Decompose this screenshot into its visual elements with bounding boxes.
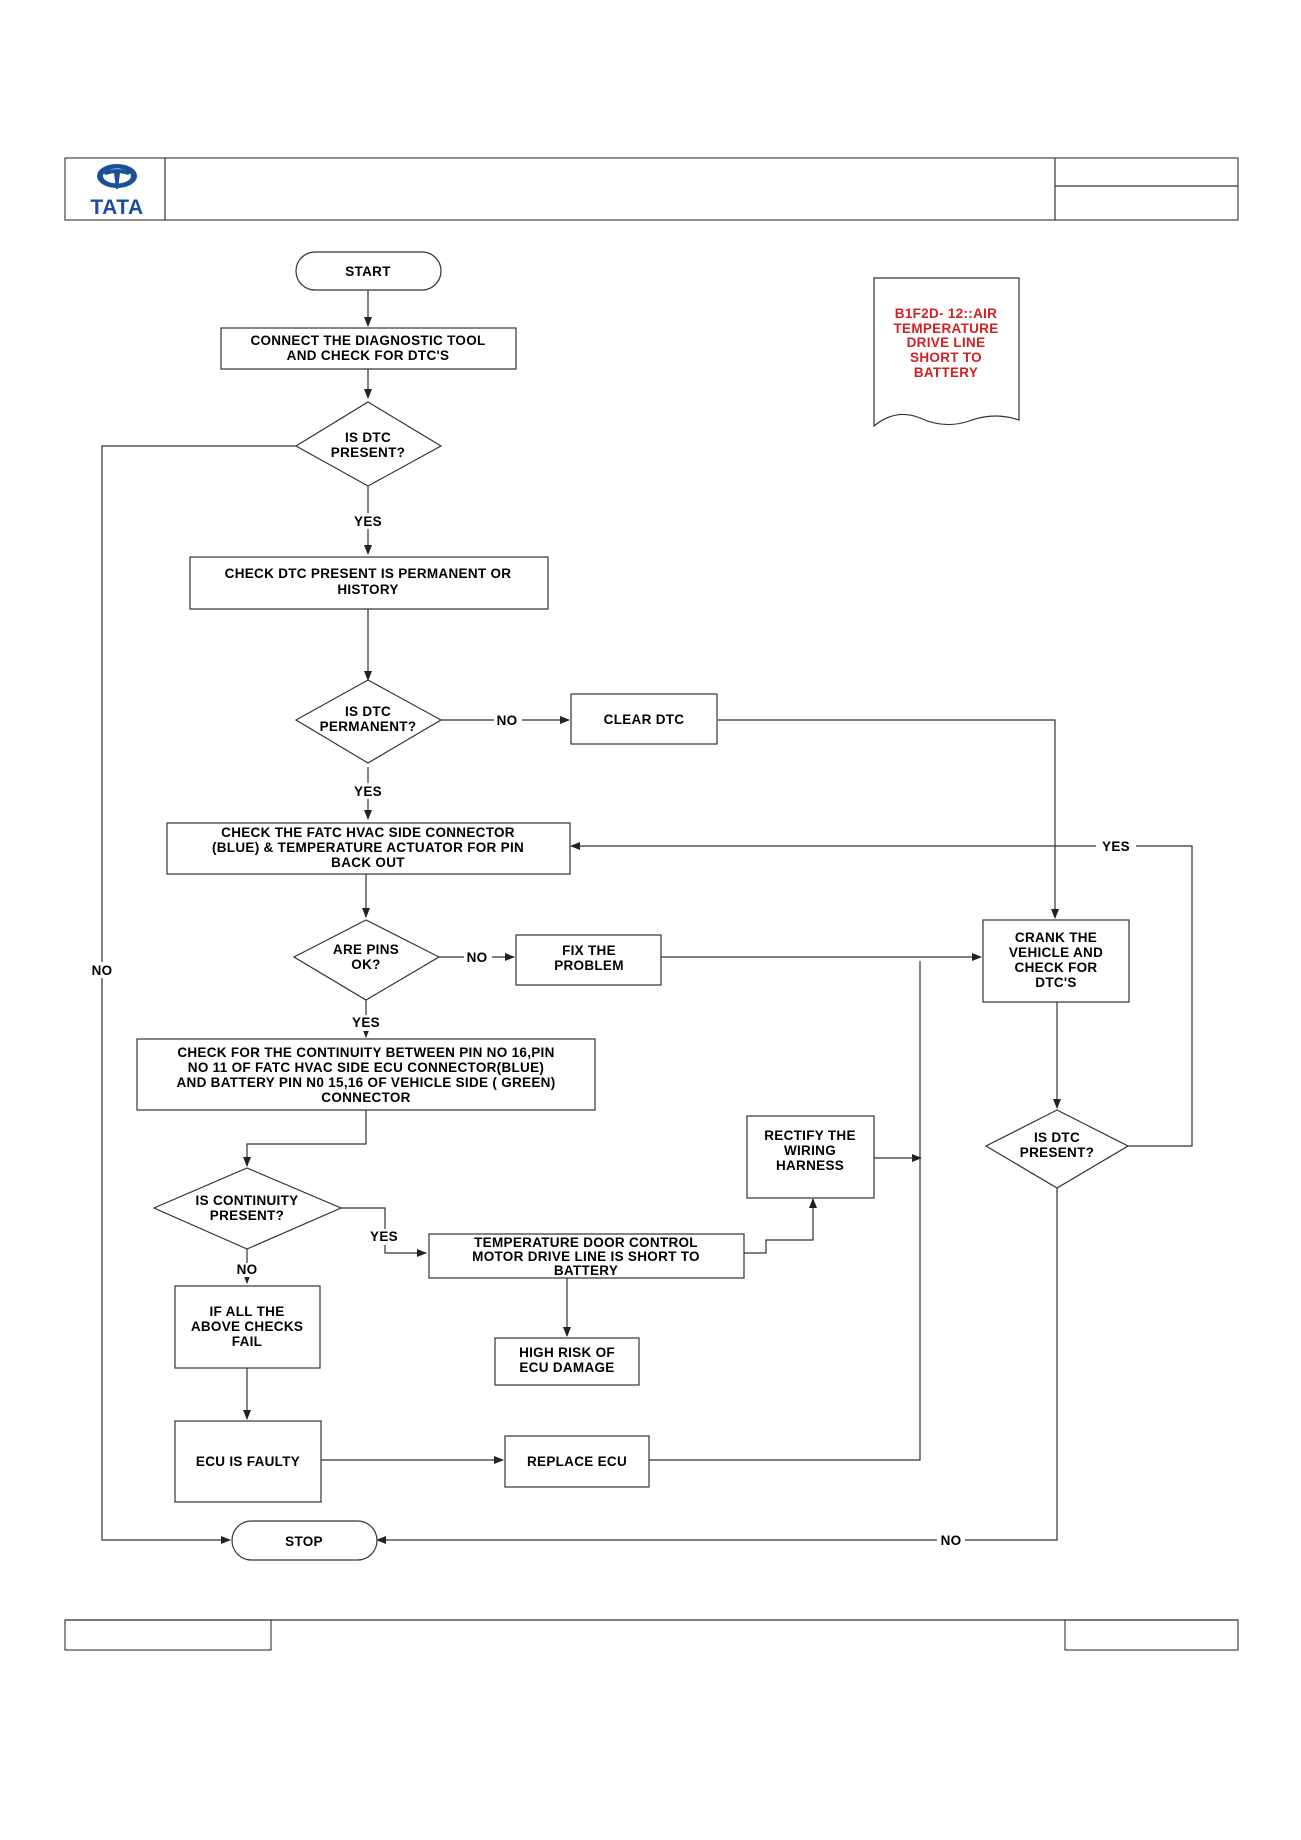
crank-vehicle-box: CRANK THE VEHICLE AND CHECK FOR DTC'S	[982, 919, 1130, 1003]
is-dtc-present-line-1: IS DTC	[345, 430, 391, 445]
edge-yes-pins: YES	[352, 1015, 380, 1030]
all-checks-fail-line-2: ABOVE CHECKS	[191, 1319, 303, 1334]
footer-frame	[64, 1619, 1239, 1651]
check-permanent-box: CHECK DTC PRESENT IS PERMANENT OR HISTOR…	[189, 556, 549, 610]
edge-labels: YES YES NO YES NO YES NO YES NO NO	[88, 513, 1136, 1548]
rectify-line-1: RECTIFY THE	[764, 1128, 856, 1143]
edge-no-pins: NO	[467, 950, 488, 965]
high-risk-box: HIGH RISK OF ECU DAMAGE	[494, 1337, 640, 1386]
dtc-note-line-3: DRIVE LINE	[907, 335, 986, 350]
is-continuity-line-2: PRESENT?	[210, 1208, 284, 1223]
start-label: START	[345, 264, 391, 279]
edge-yes-continuity: YES	[370, 1229, 398, 1244]
high-risk-line-1: HIGH RISK OF	[519, 1345, 615, 1360]
dtc-note-line-1: B1F2D- 12::AIR	[895, 306, 997, 321]
clear-dtc-box: CLEAR DTC	[570, 693, 718, 745]
is-continuity-decision: IS CONTINUITY PRESENT?	[152, 1167, 343, 1250]
start-terminal: START	[295, 251, 442, 291]
rectify-line-2: WIRING	[784, 1143, 836, 1158]
fix-problem-box: FIX THE PROBLEM	[515, 934, 662, 986]
temp-door-line-3: BATTERY	[554, 1263, 618, 1278]
check-permanent-line-2: HISTORY	[337, 582, 398, 597]
rectify-harness-box: RECTIFY THE WIRING HARNESS	[746, 1115, 875, 1199]
check-continuity-line-3: AND BATTERY PIN N0 15,16 OF VEHICLE SIDE…	[176, 1075, 555, 1090]
fix-problem-line-1: FIX THE	[562, 943, 616, 958]
edge-yes-dtc-present-2: YES	[1102, 839, 1130, 854]
clear-dtc-label: CLEAR DTC	[604, 712, 685, 727]
check-continuity-line-2: NO 11 OF FATC HVAC SIDE ECU CONNECTOR(BL…	[188, 1060, 544, 1075]
connect-tool-line-2: AND CHECK FOR DTC'S	[287, 348, 450, 363]
is-dtc-present-line-2: PRESENT?	[331, 445, 405, 460]
is-continuity-line-1: IS CONTINUITY	[196, 1193, 299, 1208]
tata-logo: TATA	[90, 164, 143, 219]
is-dtc-permanent-line-1: IS DTC	[345, 704, 391, 719]
tata-logo-icon	[97, 164, 137, 189]
edge-no-dtc-present: NO	[92, 963, 113, 978]
stop-label: STOP	[285, 1534, 323, 1549]
header-frame	[64, 157, 1239, 221]
dtc-note-line-5: BATTERY	[914, 365, 978, 380]
is-dtc-present-2-line-2: PRESENT?	[1020, 1145, 1094, 1160]
are-pins-ok-line-2: OK?	[351, 957, 380, 972]
all-checks-fail-line-1: IF ALL THE	[210, 1304, 285, 1319]
replace-ecu-label: REPLACE ECU	[527, 1454, 627, 1469]
connect-tool-line-1: CONNECT THE DIAGNOSTIC TOOL	[250, 333, 485, 348]
edge-no-dtc-present-2: NO	[941, 1533, 962, 1548]
is-dtc-present-2-line-1: IS DTC	[1034, 1130, 1080, 1145]
stop-terminal: STOP	[231, 1520, 378, 1561]
is-dtc-present-2-decision: IS DTC PRESENT?	[984, 1109, 1130, 1189]
crank-line-1: CRANK THE	[1015, 930, 1097, 945]
tata-logo-text: TATA	[90, 196, 143, 219]
all-checks-fail-line-3: FAIL	[232, 1334, 262, 1349]
temp-door-line-1: TEMPERATURE DOOR CONTROL	[474, 1235, 698, 1250]
edge-no-continuity: NO	[237, 1262, 258, 1277]
dtc-note-line-4: SHORT TO	[910, 350, 982, 365]
crank-line-2: VEHICLE AND	[1009, 945, 1103, 960]
check-continuity-box: CHECK FOR THE CONTINUITY BETWEEN PIN NO …	[136, 1038, 596, 1111]
all-checks-fail-box: IF ALL THE ABOVE CHECKS FAIL	[174, 1285, 321, 1369]
check-fatc-line-2: (BLUE) & TEMPERATURE ACTUATOR FOR PIN	[212, 840, 524, 855]
dtc-note-line-2: TEMPERATURE	[893, 321, 998, 336]
ecu-faulty-label: ECU IS FAULTY	[196, 1454, 300, 1469]
is-dtc-permanent-line-2: PERMANENT?	[320, 719, 417, 734]
crank-line-3: CHECK FOR	[1015, 960, 1098, 975]
replace-ecu-box: REPLACE ECU	[504, 1435, 650, 1488]
ecu-faulty-box: ECU IS FAULTY	[174, 1420, 322, 1503]
temp-door-box: TEMPERATURE DOOR CONTROL MOTOR DRIVE LIN…	[428, 1233, 745, 1279]
temp-door-line-2: MOTOR DRIVE LINE IS SHORT TO	[472, 1249, 700, 1264]
are-pins-ok-decision: ARE PINS OK?	[292, 919, 441, 1001]
check-fatc-line-1: CHECK THE FATC HVAC SIDE CONNECTOR	[221, 825, 515, 840]
crank-line-4: DTC'S	[1035, 975, 1076, 990]
edge-yes-dtc-present: YES	[354, 514, 382, 529]
check-continuity-line-1: CHECK FOR THE CONTINUITY BETWEEN PIN NO …	[177, 1045, 554, 1060]
are-pins-ok-line-1: ARE PINS	[333, 942, 399, 957]
connect-tool-box: CONNECT THE DIAGNOSTIC TOOL AND CHECK FO…	[220, 327, 517, 370]
edge-no-permanent: NO	[497, 713, 518, 728]
is-dtc-permanent-decision: IS DTC PERMANENT?	[294, 679, 443, 764]
is-dtc-present-decision: IS DTC PRESENT?	[294, 401, 443, 487]
check-permanent-line-1: CHECK DTC PRESENT IS PERMANENT OR	[225, 566, 512, 581]
check-fatc-box: CHECK THE FATC HVAC SIDE CONNECTOR (BLUE…	[166, 822, 571, 875]
high-risk-line-2: ECU DAMAGE	[519, 1360, 614, 1375]
edge-yes-permanent: YES	[354, 784, 382, 799]
check-continuity-line-4: CONNECTOR	[321, 1090, 410, 1105]
check-fatc-line-3: BACK OUT	[331, 855, 405, 870]
rectify-line-3: HARNESS	[776, 1158, 844, 1173]
dtc-note: B1F2D- 12::AIR TEMPERATURE DRIVE LINE SH…	[873, 277, 1020, 428]
fix-problem-line-2: PROBLEM	[554, 958, 624, 973]
